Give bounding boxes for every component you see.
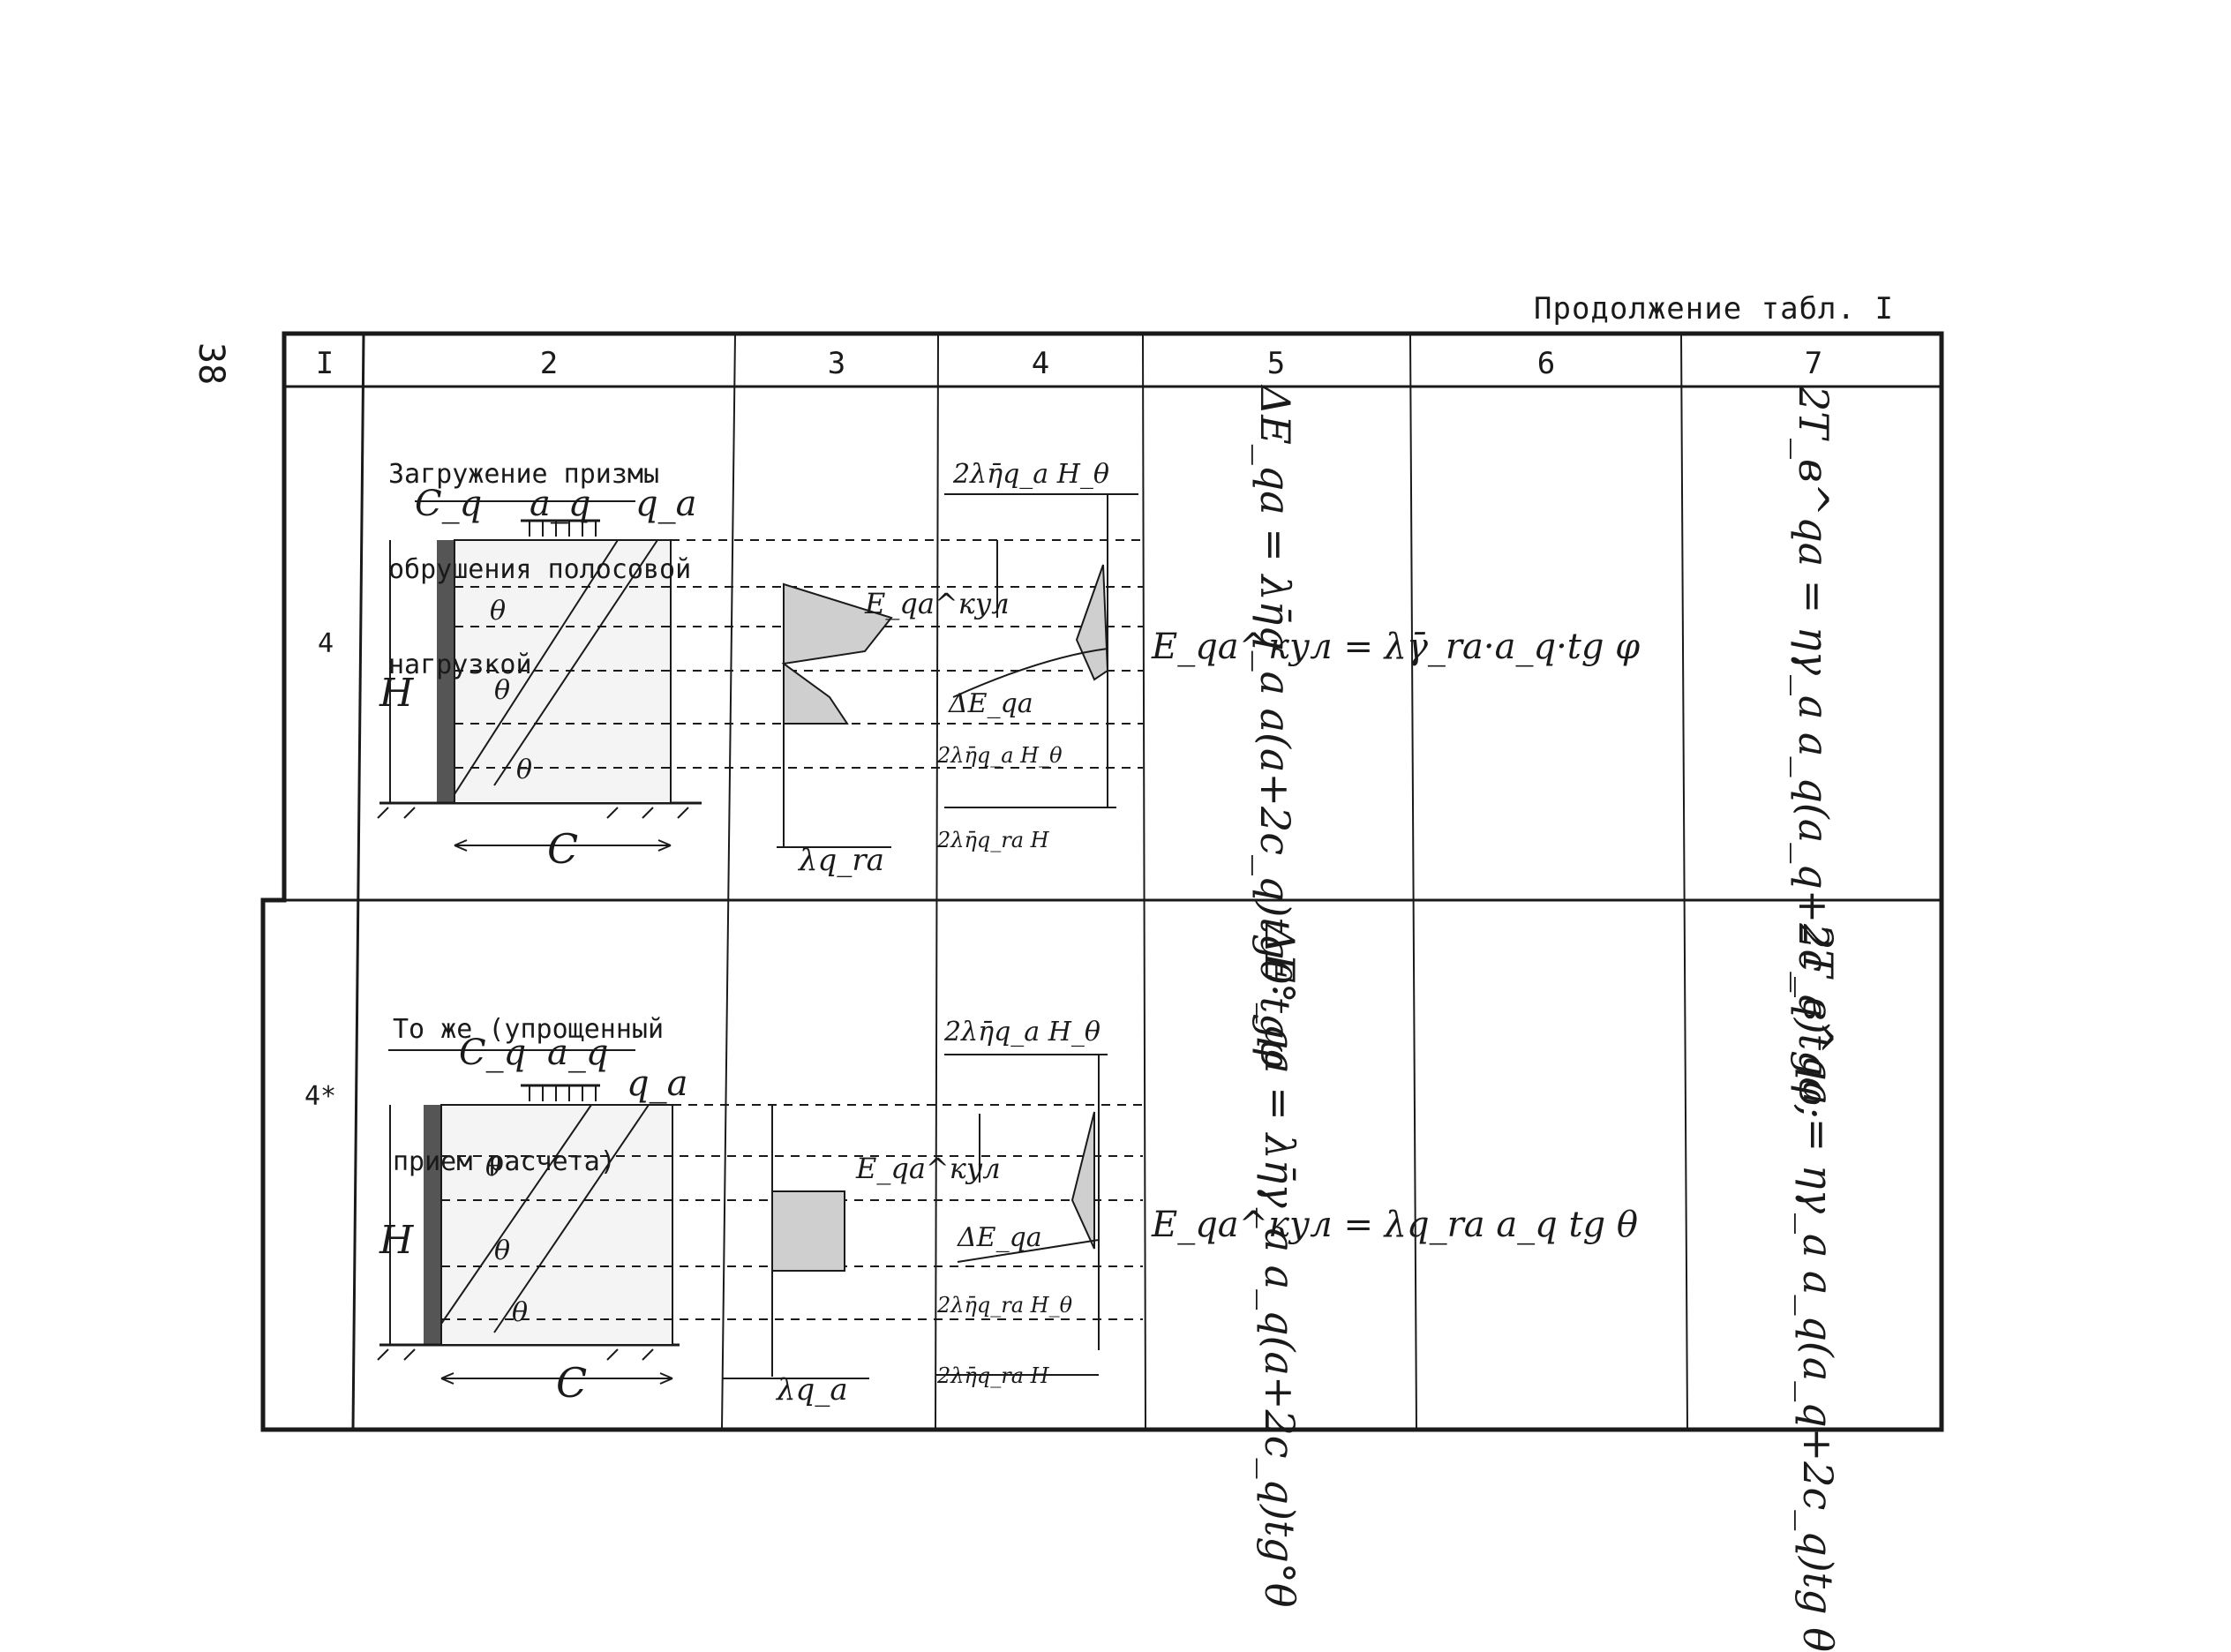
- table-caption: Продолжение табл. I: [1534, 291, 1894, 327]
- row4star-col5-formula: E_qa^кул = λq_ra a_q tg θ: [1152, 1205, 1638, 1245]
- col4-label-top: 2λη̄q_a H_θ: [944, 1017, 1100, 1048]
- col4-label-top: 2λη̄q_a H_θ: [953, 459, 1109, 490]
- sketch-angle: θ: [490, 596, 507, 627]
- row4-soil-sketch: [377, 493, 1143, 852]
- row-description: То же (упрощенный прием расчета): [393, 1014, 665, 1177]
- sketch-label-aq: a_q: [547, 1032, 609, 1073]
- row-number: 4*: [304, 1081, 337, 1112]
- sketch-angle: θ: [512, 1297, 529, 1328]
- col-header-6: 6: [1536, 346, 1556, 381]
- sketch-angle: θ: [494, 675, 511, 706]
- row4star-soil-sketch: [377, 1049, 1143, 1385]
- sketch-angle: θ: [485, 1152, 502, 1183]
- sketch-label-c: C: [556, 1359, 588, 1407]
- sketch-label-h: H: [379, 1218, 414, 1263]
- col4-label-mid: 2λη̄q_a H_θ: [937, 743, 1063, 768]
- col4-label-de: ΔE_qa: [949, 688, 1033, 719]
- sketch-label-cq: C_q: [459, 1032, 527, 1073]
- row-description: Загружение призмы обрушения полосовой на…: [388, 459, 692, 680]
- col3-label-lq: λq_ra: [799, 843, 884, 878]
- col4-label-bottom: 2λη̄q_ra H: [937, 1363, 1049, 1388]
- table-grid: [260, 331, 1944, 1432]
- row4star-col6-formula: ΔE°_qa = λη̄γ_a a_q(a+2c_q)tg°θ: [1256, 924, 1303, 1608]
- sketch-label-cq: C_q: [415, 484, 483, 524]
- col-header-2: 2: [539, 346, 559, 381]
- row4-col5-formula: E_qa^кул = λγ̄_ra·a_q·tg φ: [1152, 627, 1641, 667]
- col4-label-de: ΔE_qa: [958, 1222, 1042, 1253]
- col4-label-mid: 2λη̄q_ra H_θ: [937, 1293, 1073, 1318]
- col-header-7: 7: [1804, 346, 1823, 381]
- sketch-label-qa: q_a: [635, 484, 697, 524]
- sketch-label-aq: a_q: [530, 484, 591, 524]
- row4-col6-formula: ΔE_qa = λη̄q_a a(a+2c_q)tgθ·tgφ: [1251, 386, 1299, 1068]
- col-header-4: 4: [1031, 346, 1050, 381]
- col-header-1: I: [315, 346, 334, 381]
- sketch-angle: θ: [494, 1235, 511, 1266]
- col-header-3: 3: [827, 346, 846, 381]
- col3-label-e: E_qa^кул: [856, 1152, 1001, 1185]
- sketch-label-qa: q_a: [627, 1063, 688, 1104]
- sketch-angle: θ: [516, 755, 533, 785]
- col-header-5: 5: [1266, 346, 1286, 381]
- col3-label-lq: λq_a: [777, 1372, 848, 1408]
- sketch-label-h: H: [379, 671, 414, 716]
- col3-label-e: E_qa^кул: [865, 587, 1010, 620]
- col4-label-bottom: 2λη̄q_ra H: [937, 828, 1049, 852]
- row4-col7-formula: 2T_в^qa = ηγ_a a_q(a_q+2c_q)tgφ;: [1790, 386, 1837, 1119]
- sketch-label-c: C: [547, 825, 579, 873]
- row4star-col7-formula: 2T_в^qa = ηγ_a a_q(a_q+2c_q)tg θ: [1794, 924, 1842, 1652]
- row-number: 4: [318, 628, 334, 659]
